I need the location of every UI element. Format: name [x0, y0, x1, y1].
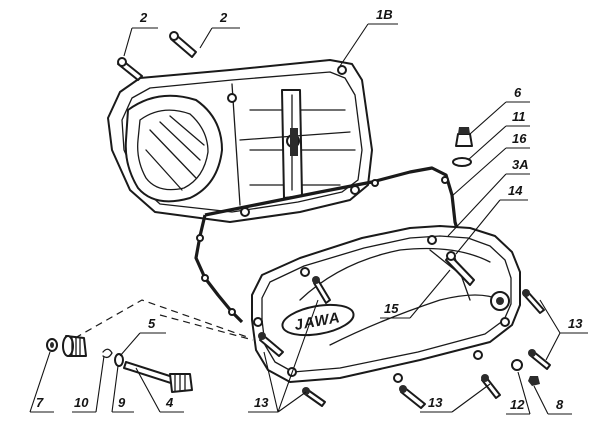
washer-9 [114, 353, 124, 367]
bolt-13-3 [302, 387, 326, 407]
rear-cover-1b [107, 59, 373, 223]
callout-13-right: 13 [568, 316, 583, 331]
callout-11: 11 [512, 109, 526, 124]
callout-8: 8 [556, 397, 564, 412]
callout-14: 14 [508, 183, 523, 198]
nut-8 [528, 376, 540, 386]
bushing-10 [62, 335, 87, 357]
callout-1b: 1B [376, 7, 393, 22]
callout-2-right: 2 [219, 10, 228, 25]
callout-4: 4 [165, 395, 174, 410]
callout-9: 9 [118, 395, 126, 410]
oil-plug-6 [455, 127, 473, 147]
clip-9-ring [102, 348, 113, 359]
small-parts [46, 31, 551, 409]
cap-7 [46, 338, 58, 352]
bolt-13-4 [399, 385, 426, 409]
stud-15 [445, 251, 475, 286]
callout-16: 16 [512, 131, 527, 146]
washer-11 [452, 157, 472, 167]
bolt-13-2 [258, 332, 284, 357]
callout-labels: 2 2 1B 6 11 16 3A 14 15 5 13 13 13 7 10 … [36, 7, 583, 412]
drive-shaft-4 [123, 361, 193, 393]
bolt-13-7 [528, 349, 551, 370]
callout-13-bottom: 13 [428, 395, 443, 410]
screw-2a [117, 57, 143, 81]
leader-lines [29, 23, 588, 415]
bolt-13-6 [522, 289, 545, 314]
callout-7: 7 [36, 395, 44, 410]
screw-2b [169, 31, 197, 58]
callout-12: 12 [510, 397, 525, 412]
callout-10: 10 [74, 395, 89, 410]
washer-12 [511, 359, 523, 371]
gasket-16 [194, 166, 464, 324]
callout-3a: 3A [512, 157, 529, 172]
bolt-13-5 [481, 374, 501, 399]
callout-5: 5 [148, 316, 156, 331]
bolt-13-1 [312, 276, 331, 304]
callout-15: 15 [384, 301, 399, 316]
callout-2-left: 2 [139, 10, 148, 25]
callout-13-left: 13 [254, 395, 269, 410]
callout-6: 6 [514, 85, 522, 100]
